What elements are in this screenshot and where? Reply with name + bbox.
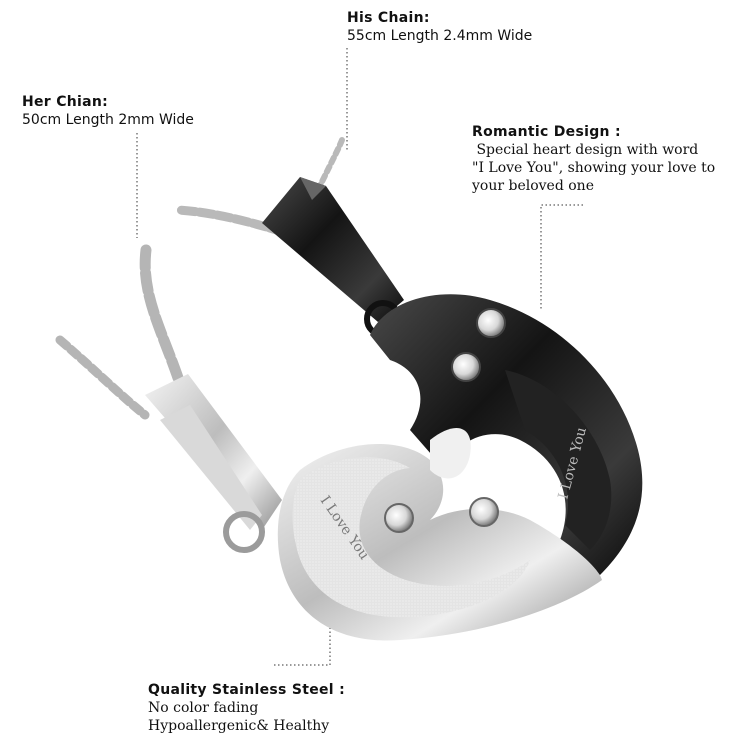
her-chain-label: Her Chian: 50cm Length 2mm Wide <box>22 93 194 129</box>
romantic-design-line-1: Special heart design with word <box>472 142 699 158</box>
his-chain-label: His Chain: 55cm Length 2.4mm Wide <box>347 9 532 45</box>
her-chain-spec: 50cm Length 2mm Wide <box>22 112 194 128</box>
silver-heart-half: I Love You <box>277 428 602 641</box>
leader-lines <box>136 48 583 666</box>
quality-steel-label: Quality Stainless Steel : No color fadin… <box>148 681 345 735</box>
black-bail <box>262 177 404 338</box>
quality-steel-line-2: Hypoallergenic& Healthy <box>148 718 330 734</box>
quality-steel-title: Quality Stainless Steel : <box>148 682 345 698</box>
romantic-design-line-2: "I Love You", showing your love to <box>472 160 716 176</box>
silver-bail <box>145 374 282 553</box>
romantic-design-title: Romantic Design : <box>472 124 621 140</box>
quality-steel-line-1: No color fading <box>148 700 259 716</box>
romantic-design-label: Romantic Design : Special heart design w… <box>472 123 715 195</box>
her-chain-title: Her Chian: <box>22 94 109 110</box>
black-heart-half: I Love You <box>370 294 643 575</box>
romantic-design-line-3: your beloved one <box>472 178 594 194</box>
his-chain-title: His Chain: <box>347 10 430 26</box>
his-chain-spec: 55cm Length 2.4mm Wide <box>347 28 533 44</box>
